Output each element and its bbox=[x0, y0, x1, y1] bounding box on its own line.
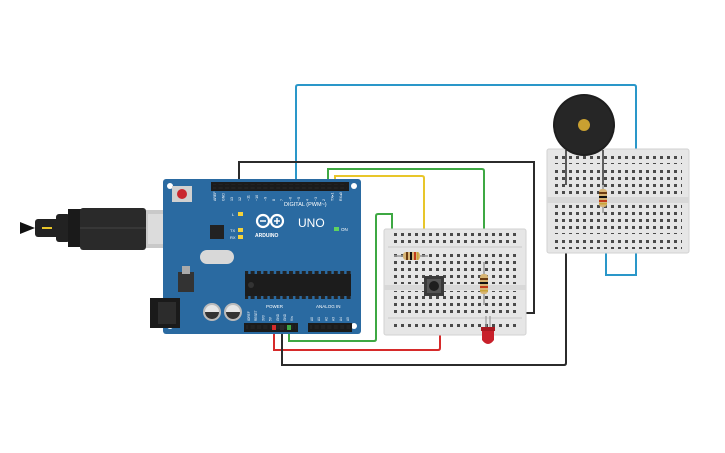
mounting-hole bbox=[351, 183, 357, 189]
pin-label: Vin bbox=[290, 316, 294, 321]
pin-label: TX▸1 bbox=[331, 193, 335, 201]
breadboard-main[interactable] bbox=[383, 228, 527, 336]
wires bbox=[238, 84, 637, 366]
pin-label: 7 bbox=[280, 199, 284, 201]
breadboard-buzzer[interactable] bbox=[546, 148, 690, 254]
pin-label: A1 bbox=[317, 317, 321, 321]
pin-label: IOREF bbox=[247, 311, 251, 321]
mounting-hole bbox=[351, 323, 357, 329]
wire-yellow[interactable] bbox=[334, 175, 425, 240]
pin-label: 2 bbox=[322, 199, 326, 201]
label-tx: TX bbox=[230, 228, 235, 233]
pin-label: ~5 bbox=[297, 197, 301, 201]
label-analog: ANALOG IN bbox=[316, 304, 341, 309]
pin-label: ~6 bbox=[289, 197, 293, 201]
pin-label: ~9 bbox=[263, 197, 267, 201]
resistor-icon[interactable] bbox=[480, 262, 488, 305]
pin-label: ~11 bbox=[247, 195, 251, 201]
regulator bbox=[178, 272, 194, 292]
crystal bbox=[200, 250, 234, 264]
wire-black-bottom[interactable] bbox=[281, 183, 567, 366]
pin-label: AREF bbox=[213, 191, 217, 201]
capacitor-icon bbox=[224, 303, 242, 321]
pin-label: A0 bbox=[310, 317, 314, 321]
resistor-icon[interactable] bbox=[599, 183, 607, 213]
pin-label: GND bbox=[276, 313, 280, 321]
pin-label: GND bbox=[283, 313, 287, 321]
pin-label: 13 bbox=[230, 197, 234, 201]
atmega-chip bbox=[245, 274, 351, 296]
arduino-uno-board[interactable]: AREF GND 13 12 ~11 ~10 ~9 8 7 ~6 ~5 4 ~3 2 TX▸1 RX◂0 DI… bbox=[150, 179, 361, 334]
pushbutton-icon[interactable] bbox=[424, 276, 444, 296]
brand-uno: UNO bbox=[298, 216, 325, 230]
pin-label: A3 bbox=[332, 317, 336, 321]
pin-label: 12 bbox=[238, 197, 242, 201]
pin-label: RX◂0 bbox=[339, 192, 343, 201]
pin-label: A2 bbox=[324, 317, 328, 321]
mounting-hole bbox=[167, 183, 173, 189]
label-power: POWER bbox=[266, 304, 284, 309]
arduino-logo bbox=[255, 213, 285, 229]
pin-label: ~3 bbox=[314, 197, 318, 201]
pin-label: A4 bbox=[339, 317, 343, 321]
pin-label: 8 bbox=[272, 199, 276, 201]
pin-label: 4 bbox=[305, 199, 309, 201]
wire-blue[interactable] bbox=[295, 84, 637, 276]
wire-green-top[interactable] bbox=[327, 168, 485, 262]
wire-green-bottom[interactable] bbox=[288, 213, 393, 342]
pin-label: 3V3 bbox=[261, 315, 265, 321]
pin-label: GND bbox=[221, 193, 225, 201]
led-icon[interactable] bbox=[481, 316, 495, 344]
digital-pin-labels: AREF GND 13 12 ~11 ~10 ~9 8 7 ~6 ~5 4 ~3 2 TX▸1 RX◂0 bbox=[213, 191, 343, 201]
pin-label: RESET bbox=[254, 310, 258, 321]
capacitor-icon bbox=[203, 303, 221, 321]
pin-label: ~10 bbox=[255, 195, 259, 201]
on-led bbox=[334, 227, 339, 231]
power-jack-icon[interactable] bbox=[150, 298, 180, 328]
resistor-icon[interactable] bbox=[394, 252, 428, 260]
label-rx: RX bbox=[230, 235, 236, 240]
pin-label: A5 bbox=[346, 317, 350, 321]
wire-red[interactable] bbox=[273, 320, 441, 351]
usb-chip bbox=[210, 225, 224, 239]
label-l: L bbox=[232, 212, 235, 217]
brand-arduino: ARDUINO bbox=[255, 233, 278, 239]
pin-label: 5V bbox=[269, 316, 273, 321]
piezo-buzzer-icon[interactable] bbox=[553, 94, 615, 185]
usb-cable-icon[interactable] bbox=[20, 208, 168, 250]
digital-header-label: DIGITAL (PWM~) bbox=[284, 202, 327, 208]
label-on: ON bbox=[341, 227, 348, 232]
